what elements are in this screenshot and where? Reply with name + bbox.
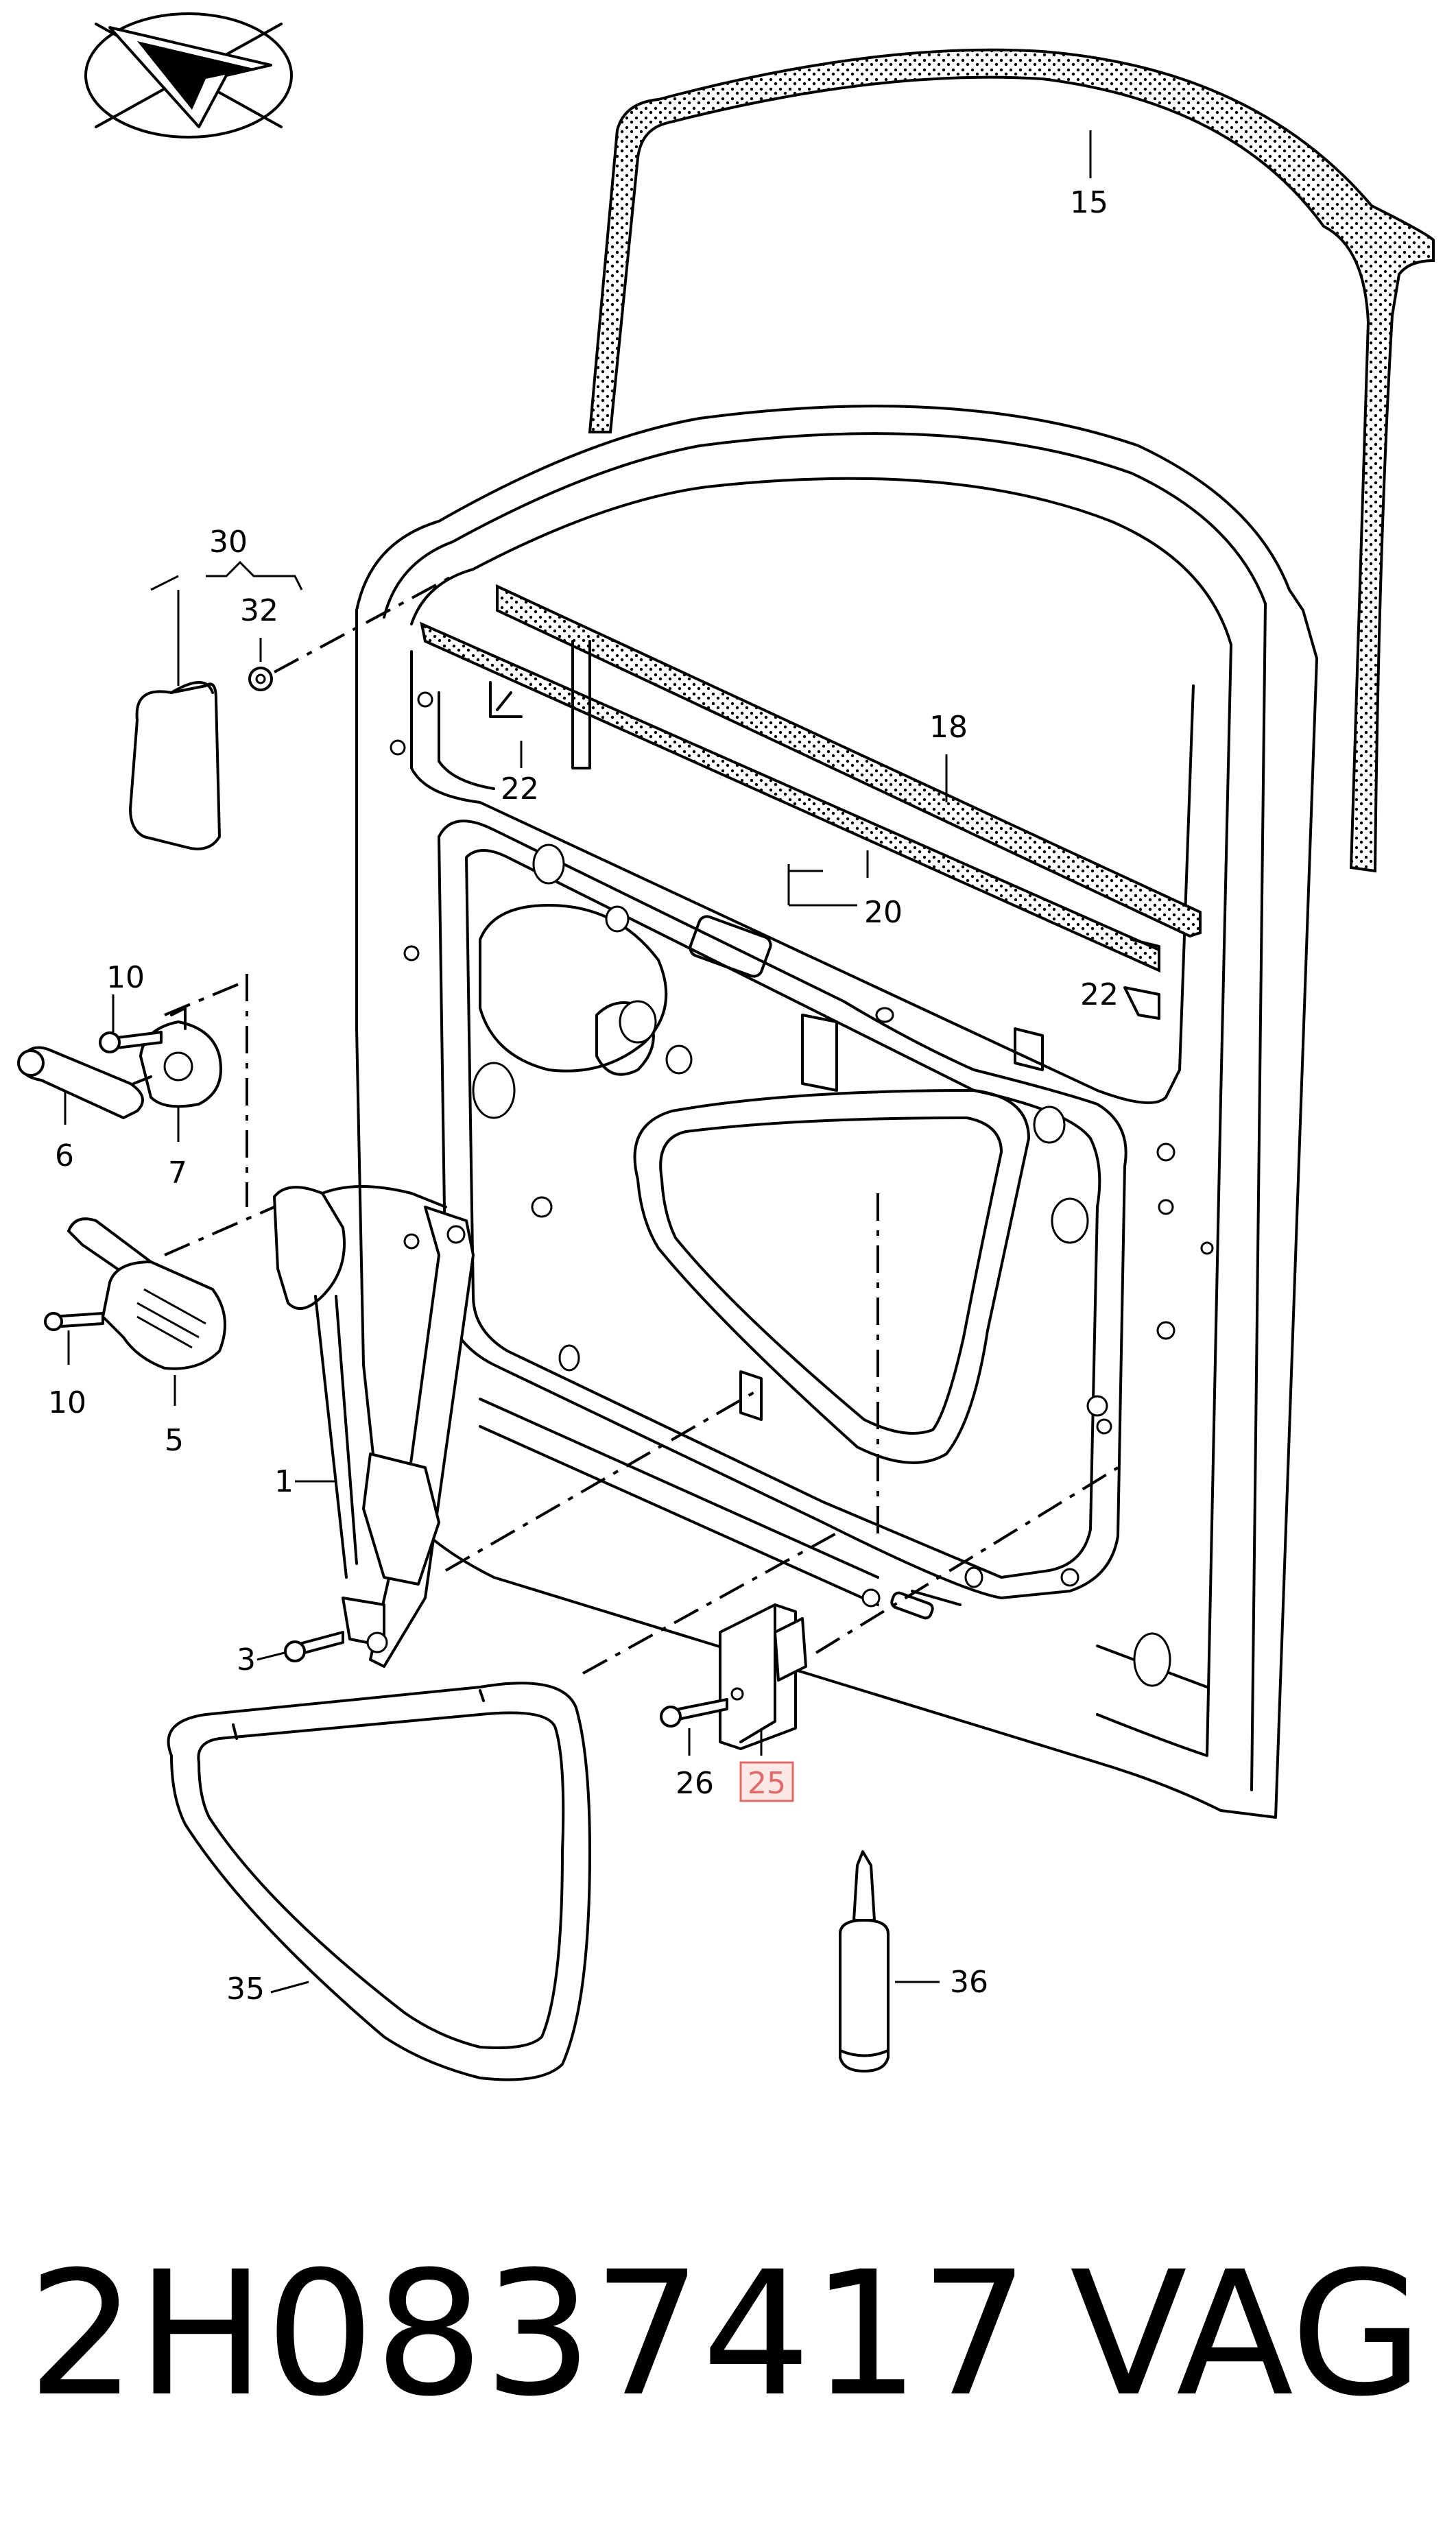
- callout-32: 32: [240, 593, 278, 628]
- window-seal-15: [588, 48, 1435, 873]
- callout-30: 30: [209, 525, 248, 560]
- clip-22: [489, 681, 1160, 1020]
- window-channel-18: [420, 584, 1202, 973]
- callout-20: 20: [864, 895, 903, 930]
- callout-7: 7: [168, 1156, 187, 1191]
- callout-18: 18: [929, 710, 968, 745]
- callout-22-right: 22: [1080, 977, 1119, 1012]
- crank-handle-6: [17, 1046, 144, 1119]
- door-shell: [355, 405, 1318, 1819]
- callout-10-bottom: 10: [48, 1385, 86, 1420]
- window-regulator-1: [273, 1185, 475, 1668]
- direction-arrow-icon: [84, 12, 293, 139]
- mirror-cover-30: [129, 575, 453, 850]
- callout-25: 25: [748, 1766, 786, 1801]
- callout-15: 15: [1070, 185, 1108, 220]
- callout-10-top: 10: [106, 960, 145, 995]
- callout-22-top: 22: [501, 772, 539, 807]
- callout-5: 5: [165, 1423, 184, 1458]
- brand-name: VAG: [1070, 2234, 1423, 2434]
- callout-35: 35: [226, 1972, 265, 2007]
- callout-25-highlight: [739, 1761, 794, 1802]
- callout-1: 1: [274, 1464, 294, 1499]
- callout-26: 26: [676, 1766, 714, 1801]
- window-motor-5: [44, 1217, 226, 1370]
- door-holes: [390, 691, 1214, 1687]
- callout-36: 36: [950, 1965, 988, 2000]
- leader-lines: [64, 130, 1092, 1994]
- window-regulator-gear-7: [99, 1007, 222, 1108]
- part-number: 2H0837417: [27, 2234, 1029, 2434]
- callout-6: 6: [55, 1138, 74, 1173]
- seal-35: [167, 1682, 592, 2081]
- callout-3: 3: [237, 1642, 256, 1677]
- bracket-25: [660, 1603, 807, 1750]
- sealant-tube-36: [839, 1850, 890, 2072]
